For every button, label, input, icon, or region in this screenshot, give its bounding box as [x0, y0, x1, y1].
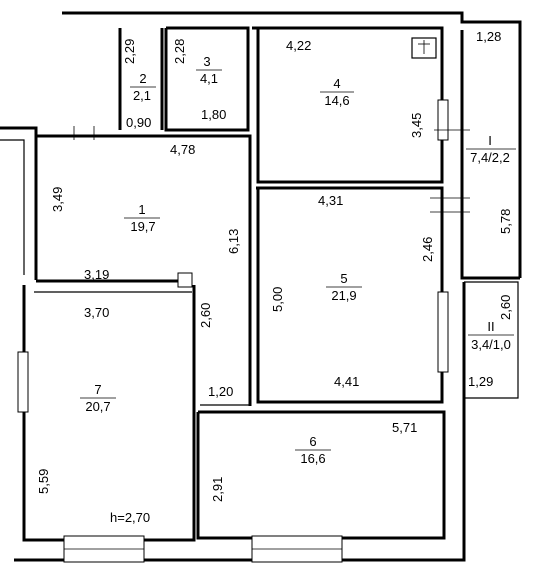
dim-319: 3,19 [84, 267, 109, 282]
dim-090: 0,90 [126, 115, 151, 130]
wall-bottom [14, 282, 466, 562]
dim-246: 2,46 [420, 237, 435, 262]
dim-345: 3,45 [409, 113, 424, 138]
wall-top [62, 11, 522, 278]
room-2-area: 2,1 [133, 88, 151, 103]
dim-260b: 2,60 [498, 295, 513, 320]
room-I-number: I [488, 133, 492, 148]
wall-room5 [256, 186, 444, 404]
room-5-number: 5 [340, 271, 347, 286]
room-5-area: 21,9 [331, 288, 356, 303]
dim-441: 4,41 [334, 374, 359, 389]
dim-120: 1,20 [208, 384, 233, 399]
dim-260a: 2,60 [198, 303, 213, 328]
dim-129: 1,29 [468, 374, 493, 389]
room-2-number: 2 [139, 71, 146, 86]
dim-478: 4,78 [170, 142, 195, 157]
windows [17, 99, 470, 563]
wall-room1 [36, 134, 252, 406]
dim-422: 4,22 [286, 38, 311, 53]
dim-370: 3,70 [84, 305, 109, 320]
dimension-labels: 2,29 2,28 4,22 1,28 0,90 1,80 3,45 4,78 … [36, 29, 513, 525]
dim-349: 3,49 [50, 187, 65, 212]
room-II-number: II [487, 319, 494, 334]
wall-room6 [196, 410, 446, 540]
wall-room4 [252, 26, 444, 184]
dim-571: 5,71 [392, 420, 417, 435]
dim-500: 5,00 [270, 287, 285, 312]
room-6-area: 16,6 [300, 451, 325, 466]
room-3-number: 3 [203, 54, 210, 69]
room-1-number: 1 [138, 202, 145, 217]
room-1-area: 19,7 [130, 219, 155, 234]
room-4-number: 4 [333, 76, 340, 91]
room-7-area: 20,7 [85, 399, 110, 414]
dim-180: 1,80 [201, 107, 226, 122]
wall-corridor-right [460, 30, 520, 280]
wall-balcony [464, 281, 519, 399]
window-right-upper [437, 99, 449, 141]
room-I-area: 7,4/2,2 [470, 150, 510, 165]
dim-128: 1,28 [476, 29, 501, 44]
dim-431: 4,31 [318, 193, 343, 208]
room-3-area: 4,1 [200, 71, 218, 86]
ceiling-height: h=2,70 [110, 510, 150, 525]
room-labels: 2 2,1 3 4,1 4 14,6 1 19,7 5 21,9 7 20,7 … [80, 54, 516, 466]
walls [0, 11, 522, 562]
dim-613: 6,13 [226, 229, 241, 254]
wall-left-upper [0, 126, 38, 280]
dim-578: 5,78 [498, 209, 513, 234]
room-6-number: 6 [309, 434, 316, 449]
room-4-area: 14,6 [324, 93, 349, 108]
wall-room3 [164, 26, 250, 132]
wall-left-stub [0, 139, 25, 275]
dim-229: 2,29 [122, 39, 137, 64]
dim-559: 5,59 [36, 469, 51, 494]
wall-room7-door-post [177, 272, 193, 288]
dim-291: 2,91 [210, 477, 225, 502]
window-room7-left [17, 351, 29, 413]
room-II-area: 3,4/1,0 [471, 337, 511, 352]
window-right-mid [437, 291, 449, 373]
stove-icon [411, 37, 437, 59]
dim-228: 2,28 [172, 39, 187, 64]
room-7-number: 7 [94, 382, 101, 397]
